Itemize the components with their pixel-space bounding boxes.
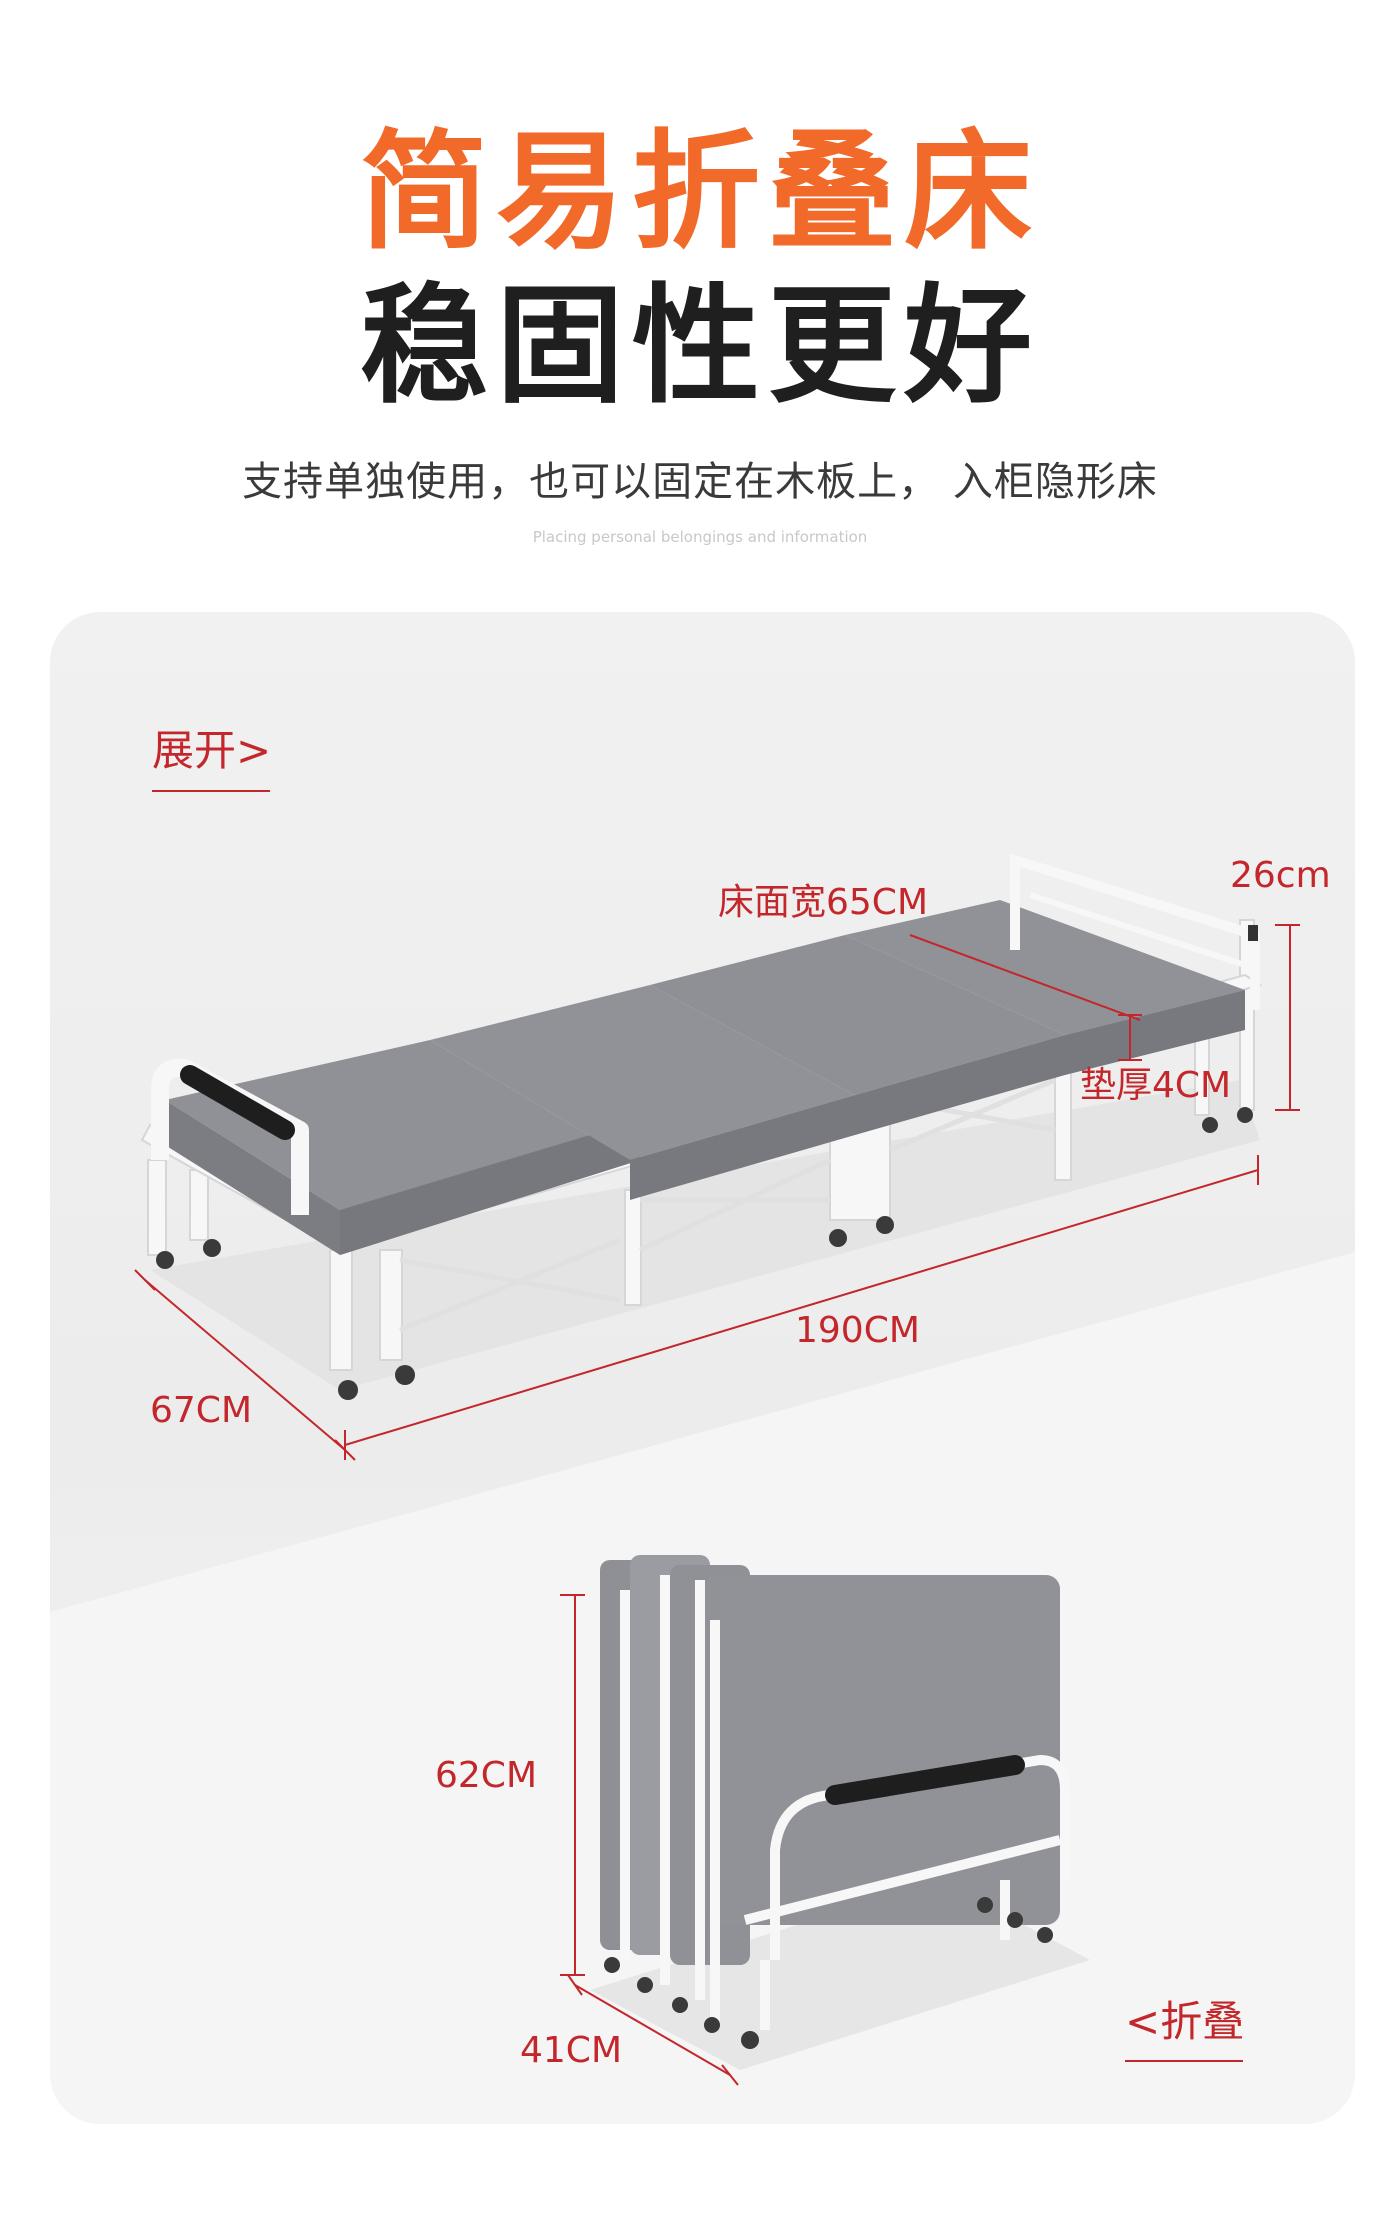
pad-thickness-label: 垫厚4CM [1080,1065,1232,1106]
casters [156,1107,1253,1400]
unfolded-tag: 展开> [152,726,272,775]
mattress [165,900,1245,1255]
width-label: 67CM [150,1390,253,1431]
bed-width-label: 床面宽65CM [718,882,929,923]
folded-tag-underline [1125,2060,1243,2062]
cross-braces [399,1077,1056,1333]
headline-primary: 简易折叠床 [359,118,1040,267]
subtitle-english: Placing personal belongings and informat… [532,528,868,546]
folded-tag: <折叠 [1125,1997,1245,2046]
unfolded-dimension-lines [134,924,1300,1461]
folded-depth-label: 41CM [520,2030,623,2071]
height-label: 26cm [1230,855,1331,896]
folded-bed [600,1555,1070,2049]
folded-height-label: 62CM [435,1755,538,1796]
headline-secondary: 稳固性更好 [359,272,1040,421]
bed-shadow [150,1080,1260,1390]
unfolded-tag-underline [152,790,270,792]
subtitle: 支持单独使用，也可以固定在木板上， 入柜隐形床 [242,459,1158,505]
length-label: 190CM [795,1310,920,1351]
footboard-right [1010,853,1260,1010]
folded-dimension-lines [560,1594,739,2086]
headboard-left [151,1058,309,1215]
